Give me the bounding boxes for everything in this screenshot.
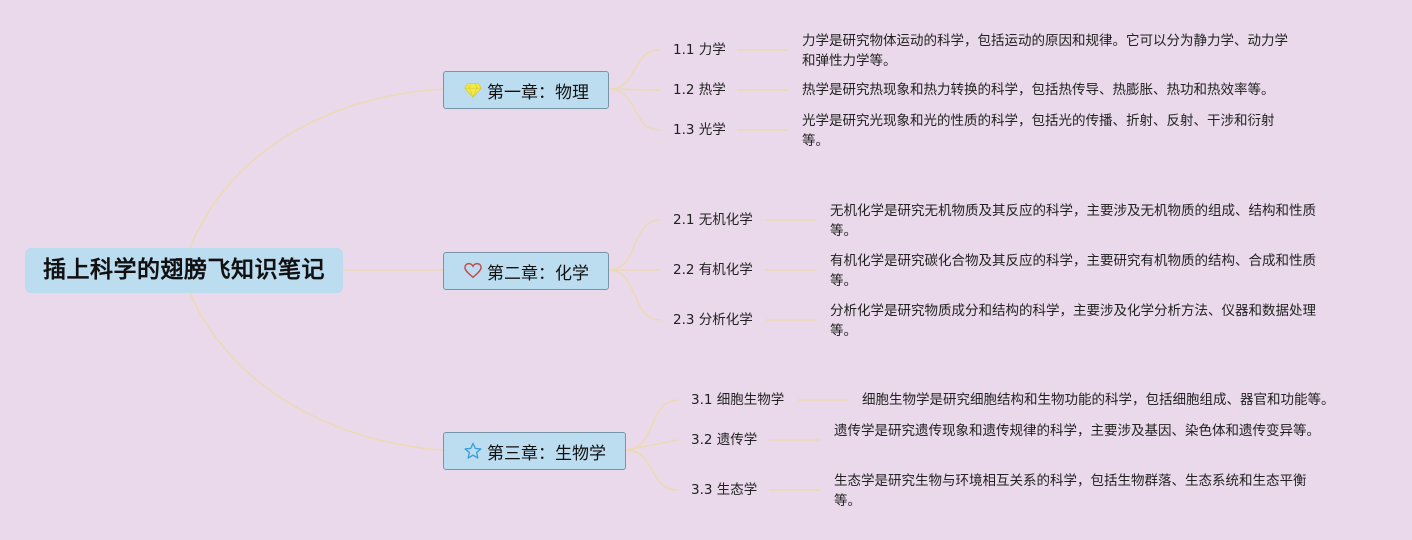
chapter-title: 第一章：物理 (487, 82, 589, 103)
topic-3-3-description: 生态学是研究生物与环境相互关系的科学，包括生物群落、生态系统和生态平衡等。 (834, 473, 1307, 509)
connector-ch2-topic-1 (607, 219, 661, 271)
topic-3-3[interactable]: 3.3 生态学 (691, 482, 758, 498)
chapter-title: 第三章：生物学 (487, 443, 606, 464)
topic-3-2-description: 遗传学是研究遗传现象和遗传规律的科学，主要涉及基因、染色体和遗传变异等。 (834, 423, 1320, 439)
connector-ch3-topic-2 (625, 439, 679, 451)
chapter-node-physics[interactable]: 第一章：物理 (443, 71, 609, 109)
connector-root-chapter-1 (189, 88, 444, 249)
connector-ch1-topic-3 (607, 88, 661, 131)
topic-3-1[interactable]: 3.1 细胞生物学 (691, 392, 785, 408)
topic-1-2-description: 热学是研究热现象和热力转换的科学，包括热传导、热膨胀、热功和热效率等。 (802, 82, 1275, 98)
topic-1-2[interactable]: 1.2 热学 (673, 82, 726, 98)
chapter-node-biology[interactable]: 第三章：生物学 (443, 432, 626, 470)
topic-1-1[interactable]: 1.1 力学 (673, 42, 726, 58)
diamond-icon (463, 80, 483, 100)
star-icon (463, 441, 483, 461)
chapter-node-chemistry[interactable]: 第二章：化学 (443, 252, 609, 290)
topic-2-3-description: 分析化学是研究物质成分和结构的科学，主要涉及化学分析方法、仪器和数据处理等。 (830, 303, 1316, 339)
topic-2-2-description: 有机化学是研究碳化合物及其反应的科学，主要研究有机物质的结构、合成和性质等。 (830, 253, 1316, 289)
heart-icon (463, 261, 483, 281)
connector-ch3-topic-3 (625, 449, 679, 491)
topic-1-3[interactable]: 1.3 光学 (673, 122, 726, 138)
connector-ch1-topic-1 (607, 49, 661, 90)
topic-3-2[interactable]: 3.2 遗传学 (691, 432, 758, 448)
topic-3-1-description: 细胞生物学是研究细胞结构和生物功能的科学，包括细胞组成、器官和功能等。 (862, 392, 1335, 408)
connector-ch2-topic-3 (607, 269, 661, 321)
connector-ch3-topic-1 (625, 399, 679, 451)
connector-root-chapter-3 (189, 292, 444, 451)
topic-1-3-description: 光学是研究光现象和光的性质的科学，包括光的传播、折射、反射、干涉和衍射等。 (802, 113, 1275, 149)
topic-2-3[interactable]: 2.3 分析化学 (673, 312, 753, 328)
root-node[interactable]: 插上科学的翅膀飞知识笔记 (25, 248, 343, 293)
topic-2-1-description: 无机化学是研究无机物质及其反应的科学，主要涉及无机物质的组成、结构和性质等。 (830, 203, 1316, 239)
topic-2-2[interactable]: 2.2 有机化学 (673, 262, 753, 278)
chapter-title: 第二章：化学 (487, 263, 589, 284)
topic-2-1[interactable]: 2.1 无机化学 (673, 212, 753, 228)
connector-ch1-topic-2 (607, 88, 661, 91)
topic-1-1-description: 力学是研究物体运动的科学，包括运动的原因和规律。它可以分为静力学、动力学和弹性力… (802, 33, 1288, 69)
